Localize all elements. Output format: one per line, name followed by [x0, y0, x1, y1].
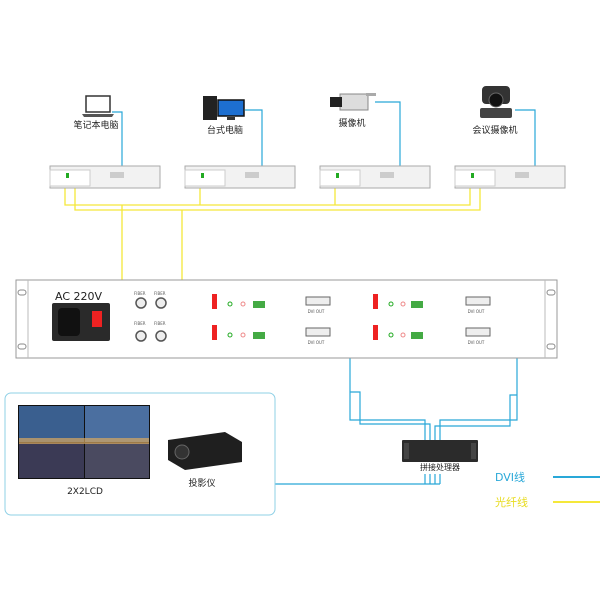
dvi-out-label: DVI OUT [468, 340, 485, 345]
ptz-camera-device: 会议摄像机 [472, 86, 518, 136]
projector: 投影仪 [168, 432, 242, 489]
fiber-label: FIBER [154, 321, 166, 326]
splicing-processor: 拼接处理器 [402, 440, 478, 472]
fiber-label: FIBER [134, 291, 146, 296]
ptz-camera-label: 会议摄像机 [472, 124, 517, 136]
legend: DVI线 光纤线 [495, 470, 600, 509]
fiber-label: FIBER [154, 291, 166, 296]
rack-receiver: AC 220V FIBER FIBER FIBER FIBER [15, 279, 558, 359]
transmitter-1 [49, 165, 161, 189]
dvi-out-label: DVI OUT [308, 340, 325, 345]
camera-device: 摄像机 [330, 93, 376, 129]
lcd-label: 2X2LCD [67, 487, 103, 497]
laptop-device: 笔记本电脑 [73, 95, 119, 131]
dvi-out-label: DVI OUT [468, 309, 485, 314]
output-display-frame [4, 392, 276, 516]
lcd-wall: 2X2LCD [18, 405, 150, 497]
ptz-camera-icon [480, 86, 512, 118]
transmitter-4 [454, 165, 566, 189]
projector-icon [168, 432, 242, 470]
laptop-icon [82, 95, 114, 117]
dvi-out-label: DVI OUT [308, 309, 325, 314]
fiber-label: FIBER [134, 321, 146, 326]
dvi-out-ports: DVI OUT DVI OUT DVI OUT DVI OUT [305, 296, 491, 345]
transmitter-2 [184, 165, 296, 189]
processor-label: 拼接处理器 [420, 462, 460, 472]
power-label: AC 220V [55, 290, 103, 303]
laptop-label: 笔记本电脑 [73, 119, 118, 131]
power-socket-icon [52, 303, 110, 341]
transmitters [49, 165, 566, 189]
camera-icon [330, 93, 376, 111]
fiber-ports: FIBER FIBER FIBER FIBER [134, 291, 167, 342]
desktop-device: 台式电脑 [203, 96, 245, 136]
desktop-computer-icon [203, 96, 245, 120]
legend-fiber-label: 光纤线 [495, 495, 528, 509]
receiver-modules [212, 294, 423, 340]
desktop-label: 台式电脑 [207, 124, 243, 136]
transmitter-3 [319, 165, 431, 189]
camera-label: 摄像机 [338, 117, 365, 129]
projector-label: 投影仪 [188, 477, 215, 489]
legend-dvi-label: DVI线 [495, 470, 525, 484]
